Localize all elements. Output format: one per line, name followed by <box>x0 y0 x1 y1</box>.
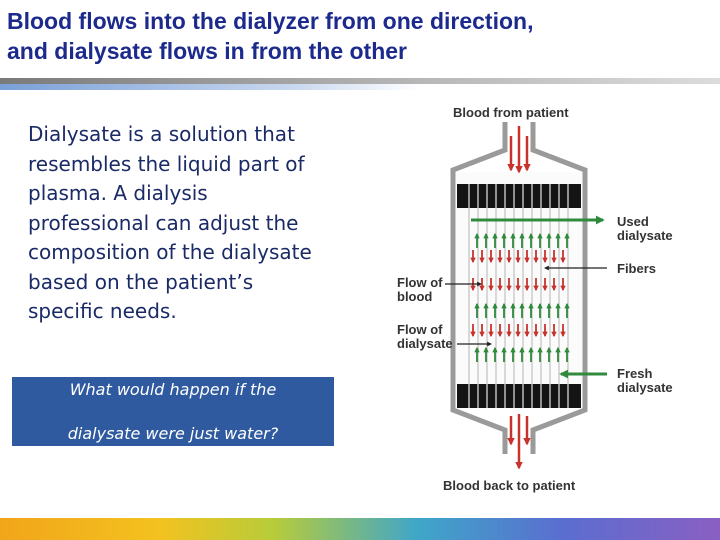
label-fresh-dialysate: Fresh dialysate <box>617 366 673 395</box>
question-box: What would happen if the dialysate were … <box>12 377 334 446</box>
label-fibers: Fibers <box>617 261 656 276</box>
footer-gradient-bar <box>0 518 720 540</box>
callout-lines <box>445 265 607 347</box>
body-line: professional can adjust the <box>28 210 299 235</box>
potting-top <box>457 184 581 208</box>
dialysate-flow-arrows <box>474 232 570 362</box>
dialyzer-diagram: Blood from patient Used dialysate Fibers… <box>397 105 673 493</box>
body-line: plasma. A dialysis <box>28 181 208 205</box>
potting-bottom <box>457 384 581 408</box>
body-line: composition of the dialysate <box>28 240 312 264</box>
label-flow-of-blood: Flow of blood <box>397 275 446 304</box>
question-line-1: What would happen if the <box>69 379 277 399</box>
blood-outflow-arrows <box>507 414 531 470</box>
title-line-2: and dialysate flows in from the other <box>7 38 408 64</box>
label-blood-from-patient: Blood from patient <box>453 105 569 120</box>
body-line: Dialysate is a solution that <box>28 122 295 146</box>
body-line: resembles the liquid part of <box>28 151 305 176</box>
title-line-1: Blood flows into the dialyzer from one d… <box>7 8 534 34</box>
label-used-dialysate: Used dialysate <box>617 214 673 243</box>
title-divider-accent <box>0 84 420 90</box>
title-divider <box>0 78 720 84</box>
blood-flow-arrows <box>470 250 566 338</box>
blood-inflow-arrows <box>507 126 531 174</box>
body-line: based on the patient’s <box>28 269 254 294</box>
slide-title: Blood flows into the dialyzer from one d… <box>7 6 713 66</box>
question-text: What would happen if the dialysate were … <box>48 379 298 445</box>
question-line-2: dialysate were just water? <box>67 423 279 443</box>
body-paragraph: Dialysate is a solution that resembles t… <box>28 120 376 327</box>
label-blood-back-to-patient: Blood back to patient <box>443 478 576 493</box>
body-line: specific needs. <box>28 299 177 323</box>
label-flow-of-dialysate: Flow of dialysate <box>397 322 453 351</box>
